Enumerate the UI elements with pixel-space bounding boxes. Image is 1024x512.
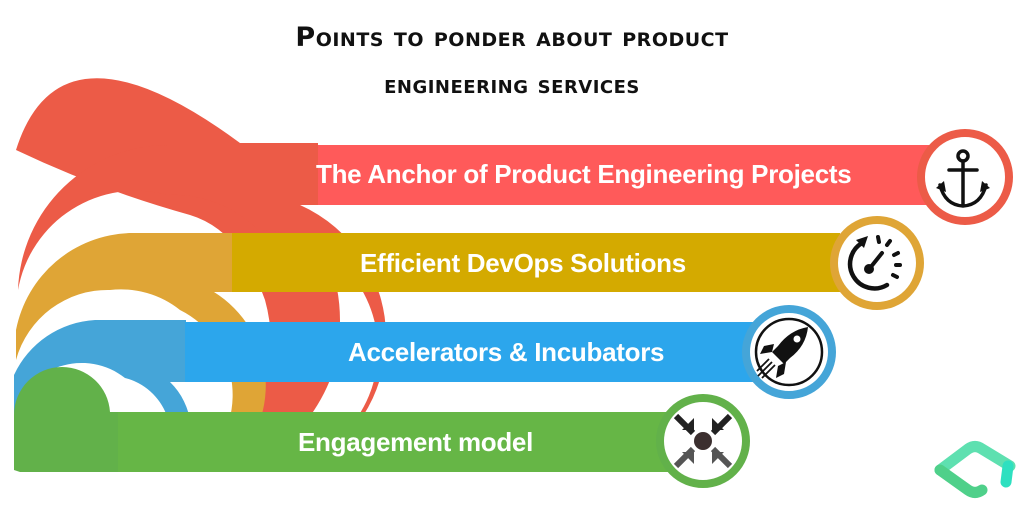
arc-green-shape: [14, 366, 120, 472]
page-title-line2: engineering services: [384, 70, 640, 99]
bar-green: [118, 412, 670, 472]
arc-blue-shape: [14, 320, 192, 470]
rocket-icon: [756, 327, 808, 379]
arc-red-shape: [18, 144, 387, 471]
converging-arrows-icon: [673, 413, 733, 469]
engagement-badge: [656, 394, 750, 488]
item-label-accelerators: Accelerators & Incubators: [348, 337, 665, 367]
item-label-devops: Efficient DevOps Solutions: [360, 248, 686, 278]
bar-gold: [232, 233, 840, 292]
arc-gold-shape: [16, 233, 266, 470]
bar-blue: [185, 322, 755, 382]
anchor-icon: [938, 149, 988, 208]
speedometer-icon: [847, 235, 902, 291]
anchor-badge: [917, 129, 1013, 225]
brand-logo-icon: [934, 441, 1016, 498]
rocket-badge: [742, 305, 836, 399]
bar-red: [318, 145, 938, 205]
item-label-anchor: The Anchor of Product Engineering Projec…: [316, 159, 852, 189]
speedometer-badge: [830, 216, 924, 310]
page-title-line1: Points to ponder about product: [295, 22, 729, 53]
item-label-engagement: Engagement model: [298, 427, 534, 457]
